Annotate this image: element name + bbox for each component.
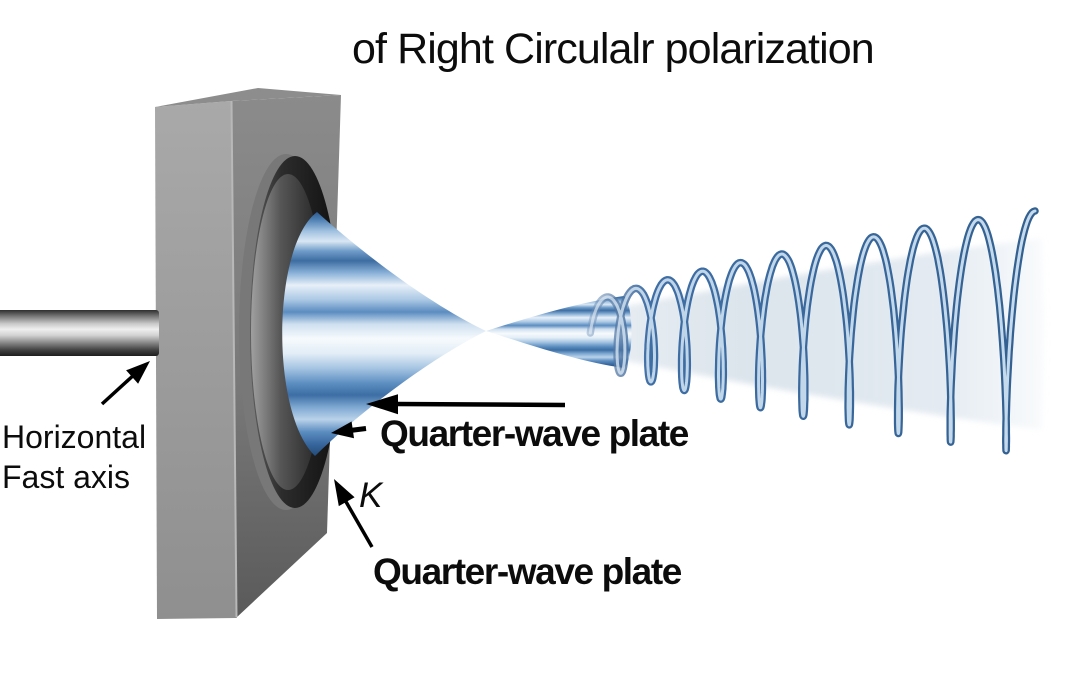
plate-front-face <box>155 101 236 619</box>
circular-polarization-helix <box>586 207 1039 455</box>
plate-top-face <box>155 88 341 107</box>
converging-beam-cone <box>282 212 486 456</box>
fast-axis-label-line1: Horizontal <box>2 419 147 455</box>
plate-corner-highlight <box>230 100 238 618</box>
fast-axis-label-line2: Fast axis <box>2 459 131 495</box>
figure-title: of Right Circulalr polarization <box>352 25 875 73</box>
k-vector-arrow <box>334 479 374 548</box>
wave-vector-k-label: K <box>359 476 383 515</box>
helix-tube-highlight <box>588 209 1037 453</box>
fast-axis-label: Horizontal Fast axis <box>2 417 146 497</box>
diverging-beam-cone <box>486 296 632 368</box>
annotation-arrows <box>100 361 566 548</box>
quarter-wave-plate-short-arrow <box>331 421 367 439</box>
mounting-rod <box>0 310 159 356</box>
quarter-wave-plate-label-upper: Quarter-wave plate <box>380 413 689 454</box>
fast-axis-arrow <box>100 361 150 406</box>
quarter-wave-plate-label-lower: Quarter-wave plate <box>373 551 682 592</box>
quarter-wave-plate-long-arrow <box>366 394 566 415</box>
